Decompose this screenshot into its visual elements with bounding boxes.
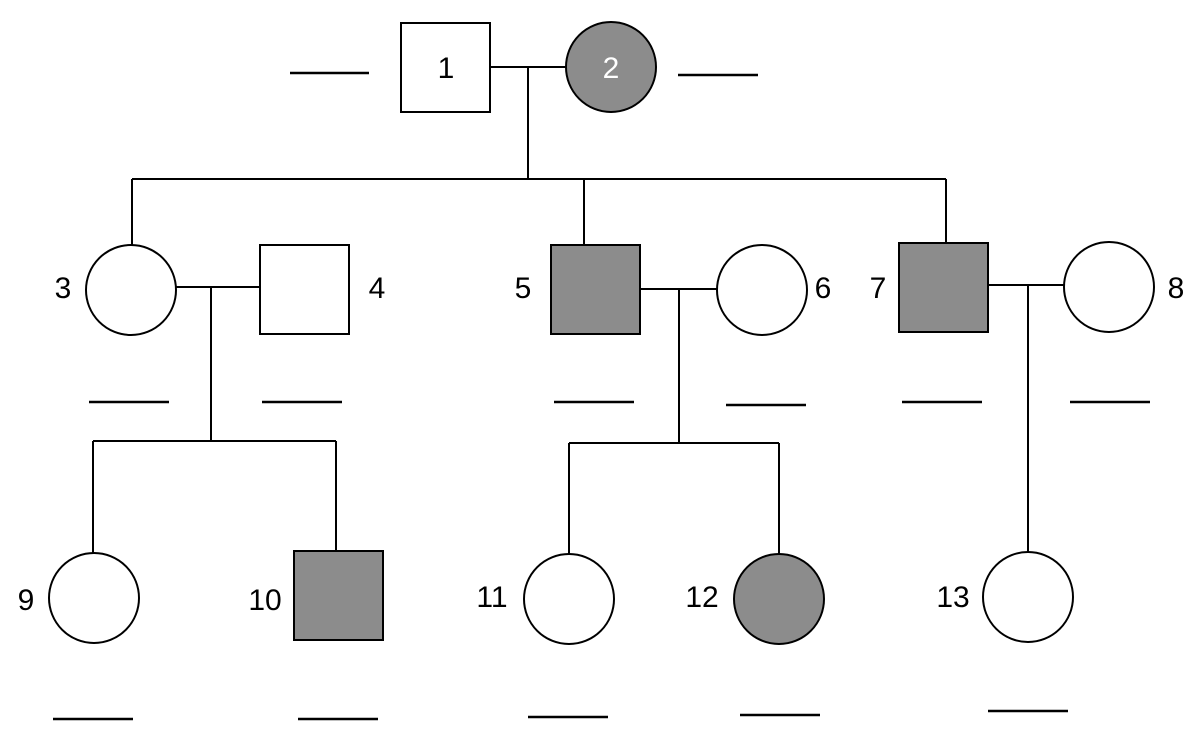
- individual-9-female-unaffected: [48, 552, 140, 644]
- label-7: 7: [870, 272, 887, 305]
- label-4: 4: [369, 272, 386, 305]
- label-10: 10: [248, 584, 281, 617]
- individual-3-female-unaffected: [85, 244, 177, 336]
- individual-2-female-affected: [565, 21, 657, 113]
- label-8: 8: [1168, 272, 1185, 305]
- label-12: 12: [685, 581, 718, 614]
- individual-12-female-affected: [733, 553, 825, 645]
- individual-8-female-unaffected: [1063, 241, 1155, 333]
- individual-7-male-affected: [898, 242, 989, 333]
- individual-5-male-affected: [550, 244, 641, 335]
- individual-13-female-unaffected: [982, 551, 1074, 643]
- label-5: 5: [515, 272, 532, 305]
- individual-10-male-affected: [293, 550, 384, 641]
- label-1: 1: [438, 52, 455, 85]
- label-13: 13: [936, 581, 969, 614]
- individual-6-female-unaffected: [716, 244, 808, 336]
- label-11: 11: [476, 581, 507, 614]
- label-9: 9: [18, 584, 35, 617]
- individual-4-male-unaffected: [259, 244, 350, 335]
- label-3: 3: [55, 272, 72, 305]
- individual-11-female-unaffected: [523, 553, 615, 645]
- individual-1-male-unaffected: [400, 22, 491, 113]
- label-6: 6: [815, 272, 832, 305]
- label-2: 2: [603, 52, 620, 85]
